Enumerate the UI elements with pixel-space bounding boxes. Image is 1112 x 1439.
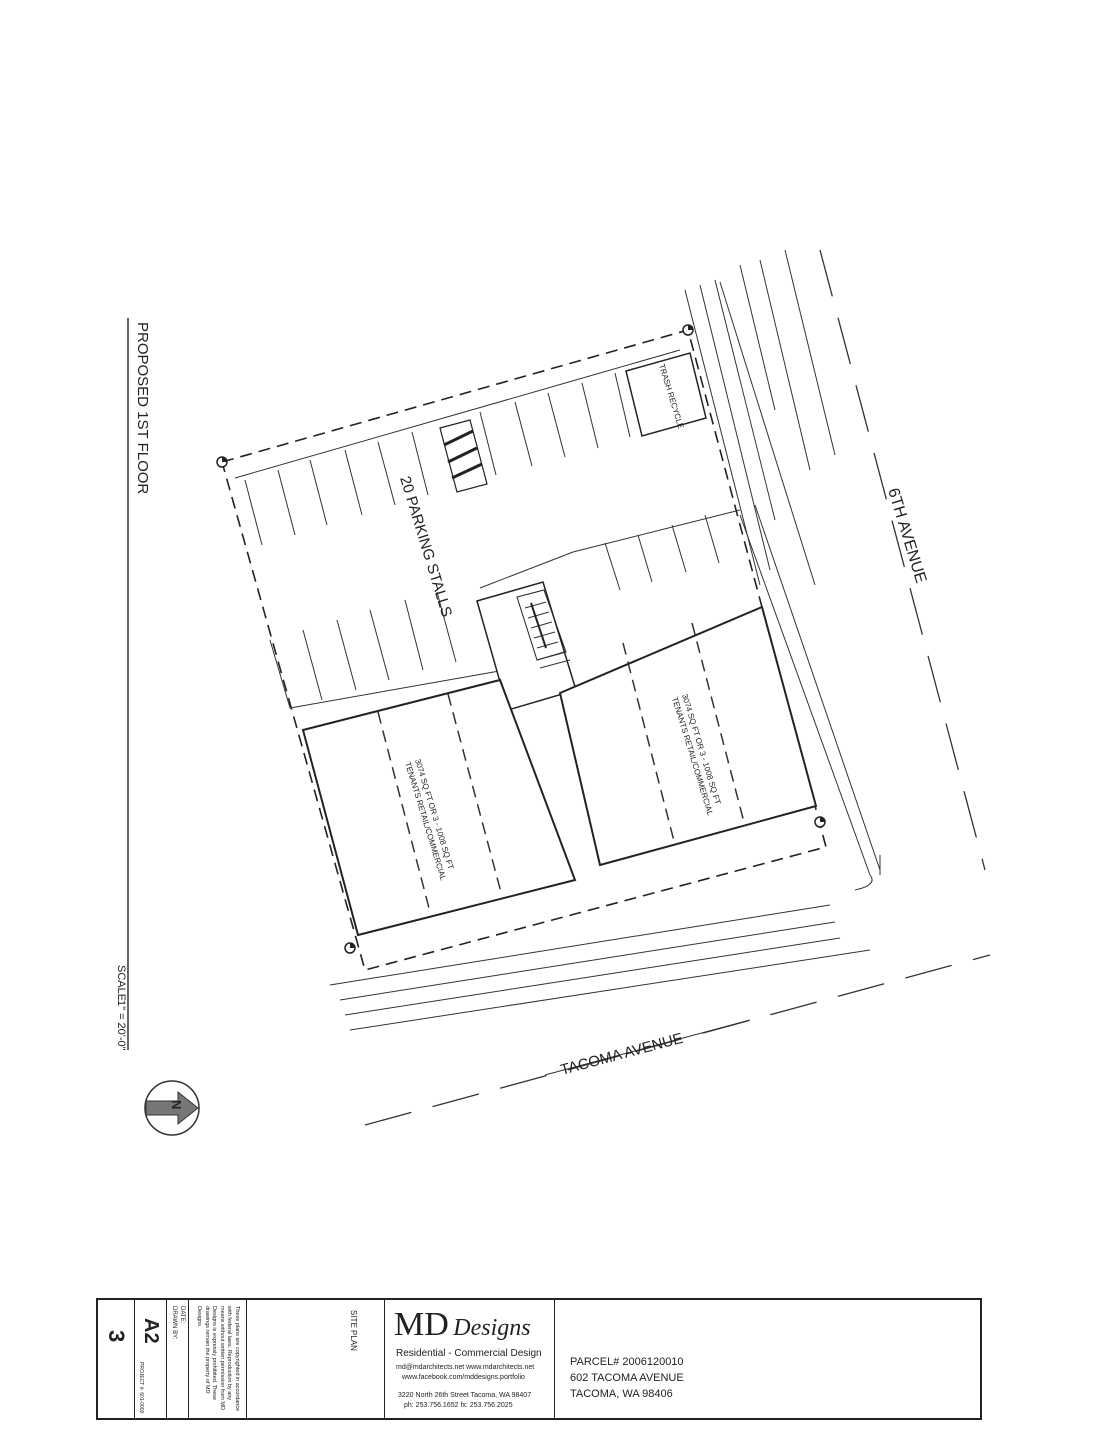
title-block: 3 A2 PROJECT #: 601-0000 DATE: DRAWN BY:… (96, 1298, 982, 1420)
tacoma-avenue-road (329, 855, 991, 1126)
sheet-id-cell: A2 PROJECT #: 601-0000 (134, 1300, 167, 1418)
sheet-name: SITE PLAN (349, 1310, 358, 1351)
north-letter: N (169, 1100, 184, 1109)
contact-phone: ph: 253.756.1652 fx: 253.756.2025 (404, 1402, 513, 1409)
building-east (558, 605, 818, 867)
contact-email: md@mdarchitects.net www.mdarchitects.net (396, 1364, 535, 1371)
logo: MD Designs (394, 1306, 531, 1344)
site-city: TACOMA, WA 98406 (570, 1388, 673, 1400)
stair-core (476, 581, 577, 711)
contact-address: 3220 North 26th Street Tacoma, WA 98407 (398, 1392, 532, 1399)
sheet-name-cell: SITE PLAN (246, 1300, 385, 1418)
sheet-number: 3 (104, 1330, 129, 1343)
sixth-avenue-road (684, 249, 986, 876)
north-arrow-icon: N (144, 1080, 200, 1136)
date-cell: DATE: DRAWN BY: (166, 1300, 189, 1418)
tacoma-avenue-label: TACOMA AVENUE (559, 1030, 685, 1079)
scale-label: SCALE (115, 965, 127, 1001)
logo-designs: Designs (453, 1315, 531, 1341)
copyright-note: These plans are copyrighted in accordanc… (196, 1306, 241, 1412)
tagline: Residential - Commercial Design (396, 1348, 542, 1359)
project-number: PROJECT #: 601-0000 (138, 1362, 144, 1414)
sheet-id: A2 (140, 1318, 162, 1344)
date-label: DATE: (179, 1306, 185, 1324)
property-line (221, 329, 827, 971)
contact-facebook: www.facebook.com/mddesigns.portfolio (402, 1374, 525, 1381)
scale-value: 1" = 20'-0" (115, 1000, 127, 1051)
trash-enclosure (625, 352, 707, 437)
drawn-by-label: DRAWN BY: (171, 1306, 177, 1340)
sixth-avenue-label: 6TH AVENUE (884, 486, 929, 585)
sheet-title: PROPOSED 1ST FLOOR (134, 322, 151, 494)
parking-stall-lines (244, 372, 720, 709)
building-west (301, 678, 577, 937)
parking-lot (234, 349, 741, 709)
parcel-number: PARCEL# 2006120010 (570, 1356, 684, 1368)
logo-md: MD (394, 1306, 449, 1343)
copyright-cell: These plans are copyrighted in accordanc… (188, 1300, 247, 1418)
parking-label: 20 PARKING STALLS (396, 474, 455, 619)
sheet-number-cell: 3 (98, 1300, 135, 1418)
site-address: 602 TACOMA AVENUE (570, 1372, 684, 1384)
accessible-stall-hatch (439, 419, 488, 493)
survey-markers (216, 324, 826, 954)
logo-cell: MD Designs Residential - Commercial Desi… (384, 1300, 555, 1418)
